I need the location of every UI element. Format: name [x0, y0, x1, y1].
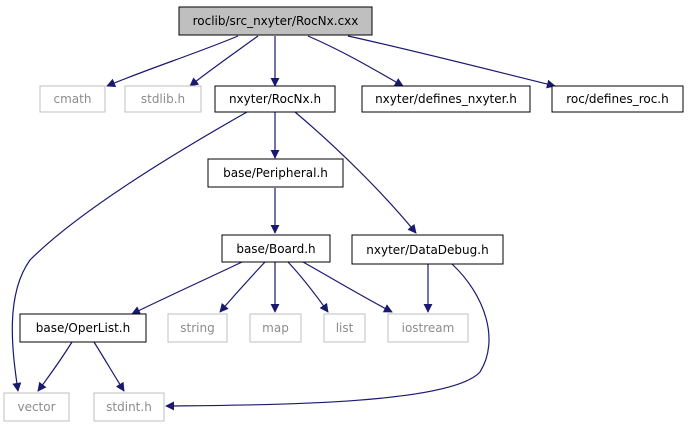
node-list-label: list	[336, 321, 354, 335]
node-iostream-label: iostream	[402, 321, 455, 335]
edge-board-to-iostream	[302, 261, 393, 313]
node-root[interactable]: roclib/src_nxyter/RocNx.cxx	[178, 6, 373, 36]
edge-board-to-operlist	[131, 261, 243, 315]
node-operlist-label: base/OperList.h	[36, 321, 130, 335]
edge-operlist-to-stdint	[93, 341, 125, 392]
node-operlist[interactable]: base/OperList.h	[19, 313, 147, 343]
edge-operlist-to-vector	[37, 341, 73, 392]
node-stdint-label: stdint.h	[106, 400, 152, 414]
node-iostream: iostream	[387, 313, 469, 343]
edge-root-to-defines-roc	[347, 35, 556, 89]
node-vector-label: vector	[17, 400, 55, 414]
node-datadebug[interactable]: nxyter/DataDebug.h	[351, 234, 504, 265]
node-list: list	[323, 313, 366, 343]
node-map-label: map	[262, 321, 289, 335]
edge-root-to-cmath	[106, 35, 239, 88]
node-defines-roc-label: roc/defines_roc.h	[566, 92, 668, 106]
node-rocnx-h-label: nxyter/RocNx.h	[229, 92, 321, 106]
edge-board-to-list	[287, 261, 329, 313]
node-cmath: cmath	[39, 85, 106, 113]
node-root-label: roclib/src_nxyter/RocNx.cxx	[193, 14, 359, 28]
edge-board-to-string	[219, 261, 266, 313]
node-board[interactable]: base/Board.h	[221, 234, 331, 263]
node-vector: vector	[3, 392, 70, 422]
edge-root-to-defines-nxyter	[307, 35, 404, 87]
node-defines-roc[interactable]: roc/defines_roc.h	[551, 85, 684, 113]
node-map: map	[249, 313, 302, 343]
edge-datadebug-to-stdint	[165, 263, 490, 411]
node-cmath-label: cmath	[54, 92, 92, 106]
node-peripheral[interactable]: base/Peripheral.h	[207, 158, 344, 188]
node-board-label: base/Board.h	[236, 242, 315, 256]
node-stdint: stdint.h	[93, 392, 165, 422]
node-rocnx-h[interactable]: nxyter/RocNx.h	[214, 85, 336, 113]
node-peripheral-label: base/Peripheral.h	[223, 166, 328, 180]
node-defines-nxyter[interactable]: nxyter/defines_nxyter.h	[361, 85, 531, 113]
node-string-label: string	[180, 321, 214, 335]
node-stdlib-label: stdlib.h	[141, 92, 185, 106]
node-stdlib: stdlib.h	[124, 85, 202, 113]
node-datadebug-label: nxyter/DataDebug.h	[366, 243, 488, 257]
edge-root-to-stdlib	[189, 35, 259, 87]
edges	[11, 35, 556, 411]
edge-rocnx-h-to-datadebug	[294, 111, 417, 234]
node-defines-nxyter-label: nxyter/defines_nxyter.h	[375, 92, 517, 106]
nodes: roclib/src_nxyter/RocNx.cxx cmath stdlib…	[3, 6, 684, 422]
node-string: string	[167, 313, 228, 343]
edge-rocnx-h-to-vector	[11, 111, 248, 392]
